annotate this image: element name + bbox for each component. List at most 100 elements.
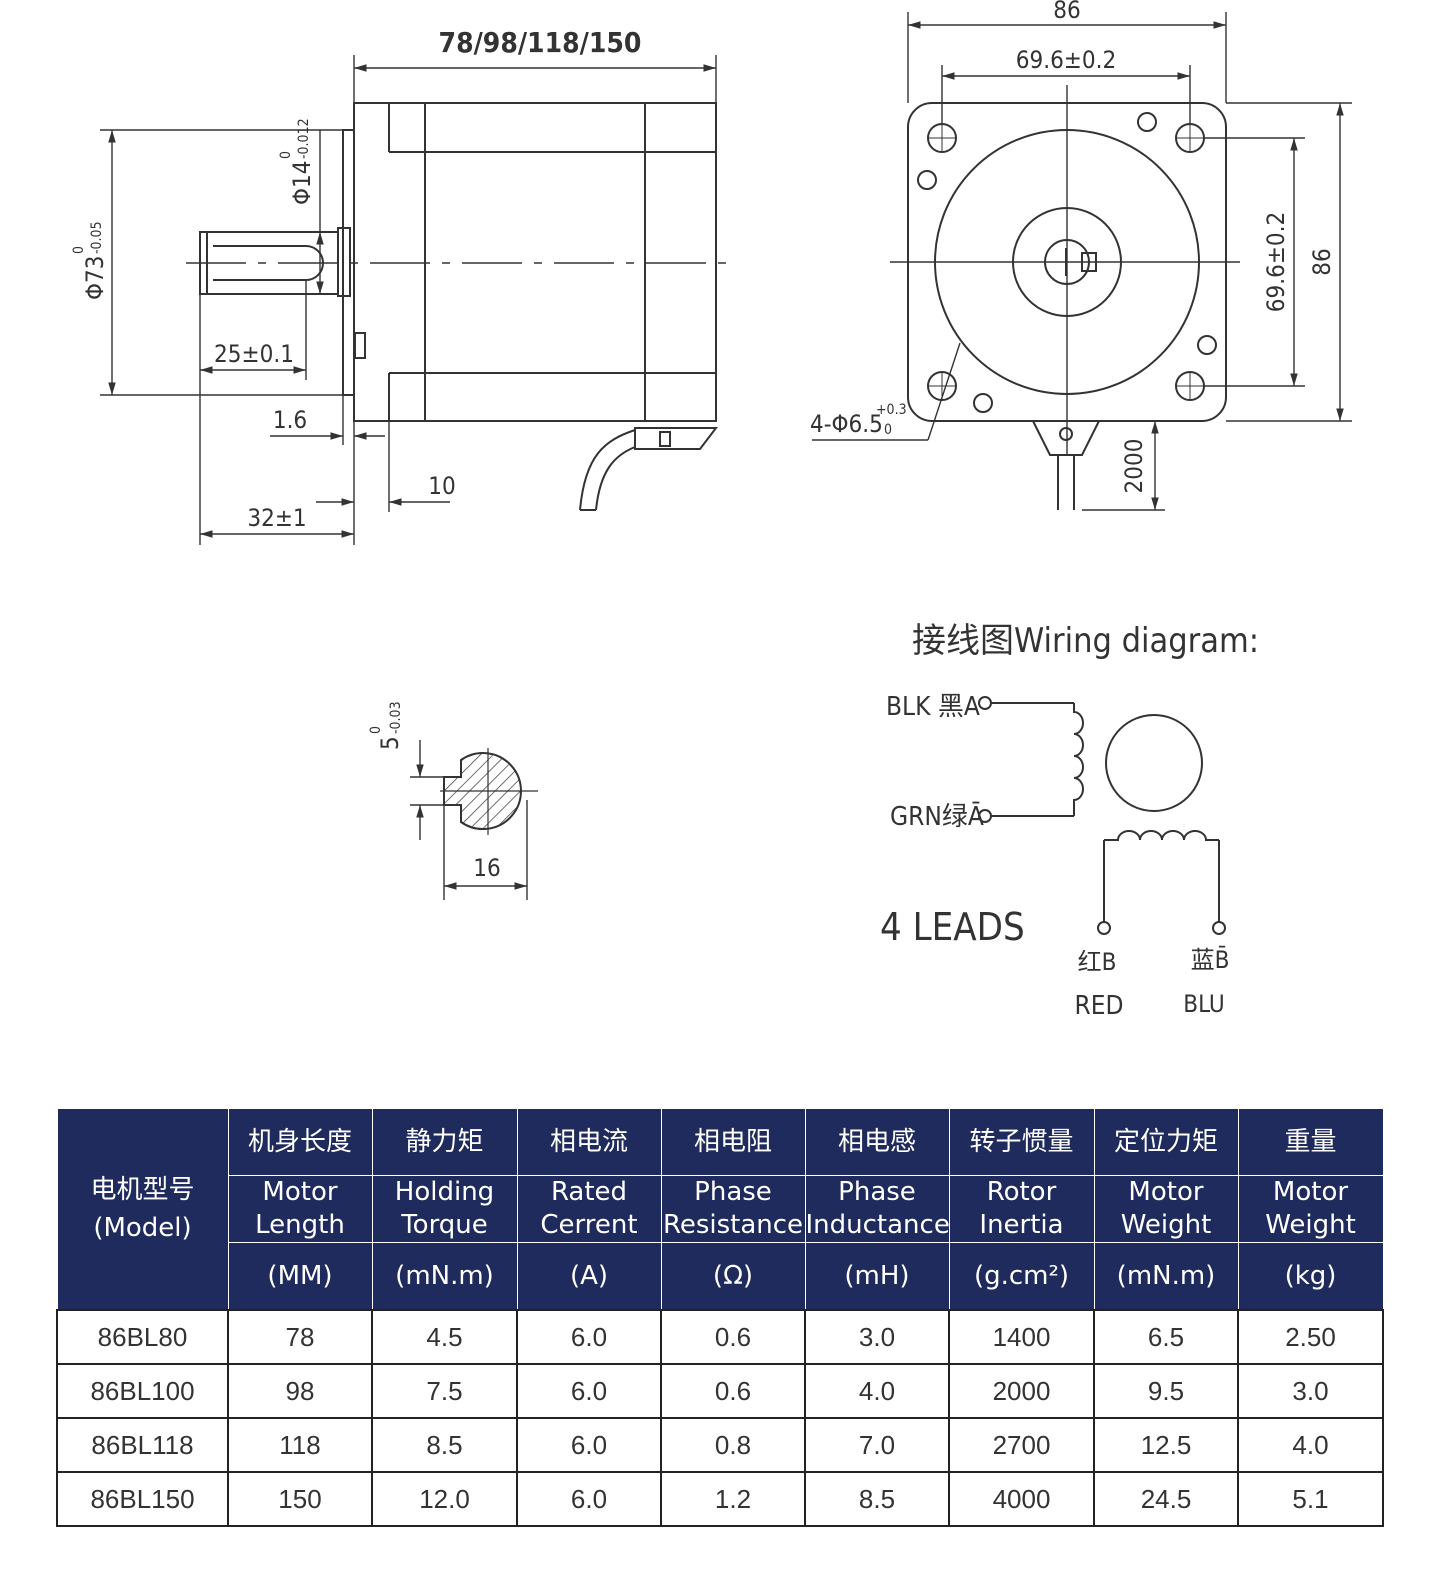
table-cell: 24.5 xyxy=(1093,1471,1239,1527)
table-cell: 150 xyxy=(227,1471,373,1527)
header-en-line2: Inertia xyxy=(979,1210,1064,1240)
header-unit: (mN.m) xyxy=(1093,1242,1239,1311)
table-cell-model: 86BL100 xyxy=(56,1363,229,1419)
header-unit: (mH) xyxy=(804,1242,950,1311)
height-label: 86 xyxy=(1308,248,1336,275)
table-cell: 4000 xyxy=(948,1471,1095,1527)
header-row-unit: (MM) (mN.m) (A) (Ω) (mH) (g.cm²) (mN.m) … xyxy=(57,1242,1384,1311)
table-body: 86BL80 78 4.5 6.0 0.6 3.0 1400 6.5 2.50 … xyxy=(56,1309,1384,1527)
table-cell: 78 xyxy=(227,1309,373,1365)
header-en-line2: Length xyxy=(255,1210,345,1240)
header-en-line1: Motor xyxy=(1272,1177,1349,1207)
header-unit: (Ω) xyxy=(660,1242,806,1311)
motor-dimension-drawing: 78/98/118/150 Φ73 0 -0.05 Φ14 0 -0.012 2… xyxy=(71,0,1352,1021)
flange-diameter-tol-upper: 0 xyxy=(71,246,87,254)
header-en-line1: Phase xyxy=(694,1177,772,1207)
header-en-line1: Holding xyxy=(394,1177,495,1207)
table-cell: 0.6 xyxy=(660,1309,806,1365)
hole-callout-label: 4-Φ6.5 xyxy=(810,410,883,438)
table-cell: 2.50 xyxy=(1237,1309,1384,1365)
header-cn: 定位力矩 xyxy=(1093,1108,1239,1176)
shaft-length-label: 32±1 xyxy=(247,504,306,532)
lead-length-label: 2000 xyxy=(1120,439,1148,494)
table-cell: 98 xyxy=(227,1363,373,1419)
table-cell: 9.5 xyxy=(1093,1363,1239,1419)
hole-spacing-h-label: 69.6±0.2 xyxy=(1016,46,1116,74)
table-cell: 1400 xyxy=(948,1309,1095,1365)
wiring-title: 接线图Wiring diagram: xyxy=(912,621,1259,661)
table-cell: 4.5 xyxy=(371,1309,518,1365)
key-height-label: 5 xyxy=(376,736,404,750)
lead-b-bar-en-label: BLU xyxy=(1183,990,1224,1018)
shaft-diameter-label: Φ14 xyxy=(288,161,316,205)
table-row: 86BL118 118 8.5 6.0 0.8 7.0 2700 12.5 4.… xyxy=(56,1417,1384,1473)
table-cell: 6.0 xyxy=(516,1363,662,1419)
table-cell: 8.5 xyxy=(804,1471,950,1527)
table-cell: 118 xyxy=(227,1417,373,1473)
table-cell: 4.0 xyxy=(1237,1417,1384,1473)
header-unit: (MM) xyxy=(227,1242,373,1311)
header-en-line2: Weight xyxy=(1265,1210,1356,1240)
lead-b-cn-label: 红B xyxy=(1078,948,1117,976)
header-unit: (mN.m) xyxy=(371,1242,518,1311)
header-cn: 相电阻 xyxy=(660,1108,806,1176)
front-view-labels: 86 69.6±0.2 69.6±0.2 86 4-Φ6.5 +0.3 0 20… xyxy=(810,0,1336,493)
table-cell: 2700 xyxy=(948,1417,1095,1473)
lead-a-label: BLK 黑A xyxy=(886,692,980,722)
table-cell: 7.5 xyxy=(371,1363,518,1419)
header-en-line2: Torque xyxy=(401,1210,488,1240)
table-cell: 5.1 xyxy=(1237,1471,1384,1527)
key-tol-upper: 0 xyxy=(368,726,384,734)
header-unit: (A) xyxy=(516,1242,662,1311)
shaft-flat-label: 16 xyxy=(473,854,500,882)
table-cell: 12.0 xyxy=(371,1471,518,1527)
front-view xyxy=(890,85,1240,510)
table-cell: 6.0 xyxy=(516,1309,662,1365)
table-cell: 4.0 xyxy=(804,1363,950,1419)
header-en-line2: Resistance xyxy=(662,1210,804,1240)
wiring-diagram: 接线图Wiring diagram: BLK 黑A GRN绿Ā 4 LEADS … xyxy=(880,621,1259,1021)
hole-tol-lower: 0 xyxy=(884,422,892,438)
header-en-line1: Rated xyxy=(550,1177,628,1207)
flange-diameter-tol-lower: -0.05 xyxy=(89,221,105,254)
flange-thickness-label: 1.6 xyxy=(273,406,307,434)
table-cell: 6.5 xyxy=(1093,1309,1239,1365)
header-cn: 重量 xyxy=(1237,1108,1384,1176)
front-view-dimensions xyxy=(812,12,1352,511)
table-cell: 3.0 xyxy=(1237,1363,1384,1419)
shaft-diameter-tol-lower: -0.012 xyxy=(296,118,312,159)
table-cell: 2000 xyxy=(948,1363,1095,1419)
side-view-dimensions xyxy=(100,55,717,545)
leads-count-label: 4 LEADS xyxy=(880,905,1025,949)
length-dimension-label: 78/98/118/150 xyxy=(439,26,642,59)
side-view-labels: 78/98/118/150 Φ73 0 -0.05 Φ14 0 -0.012 2… xyxy=(71,26,641,532)
header-en-line1: Motor xyxy=(1128,1177,1204,1207)
spec-table: 电机型号 (Model) 机身长度 静力矩 相电流 相电阻 相电感 转子惯量 定… xyxy=(56,1108,1384,1527)
boss-height-label: 10 xyxy=(428,472,455,500)
header-row-cn: 电机型号 (Model) 机身长度 静力矩 相电流 相电阻 相电感 转子惯量 定… xyxy=(56,1108,1384,1311)
lead-b-bar-cn-label: 蓝B̄ xyxy=(1191,945,1230,974)
shaft-diameter-tol-upper: 0 xyxy=(278,151,294,159)
table-cell: 7.0 xyxy=(804,1417,950,1473)
flange-diameter-label: Φ73 xyxy=(81,256,109,300)
table-cell: 6.0 xyxy=(516,1417,662,1473)
key-length-label: 25±0.1 xyxy=(214,340,294,368)
header-cn: 静力矩 xyxy=(371,1108,518,1176)
model-header: 电机型号 (Model) xyxy=(56,1108,229,1311)
header-cn: 相电流 xyxy=(516,1108,662,1176)
table-cell: 0.8 xyxy=(660,1417,806,1473)
key-section-labels: 5 0 -0.03 16 xyxy=(368,701,501,882)
key-tol-lower: -0.03 xyxy=(388,701,404,734)
table-cell: 12.5 xyxy=(1093,1417,1239,1473)
table-row: 86BL150 150 12.0 6.0 1.2 8.5 4000 24.5 5… xyxy=(56,1471,1384,1527)
header-cn: 相电感 xyxy=(804,1108,950,1176)
width-label: 86 xyxy=(1053,0,1080,24)
key-section-dimensions xyxy=(410,740,528,900)
